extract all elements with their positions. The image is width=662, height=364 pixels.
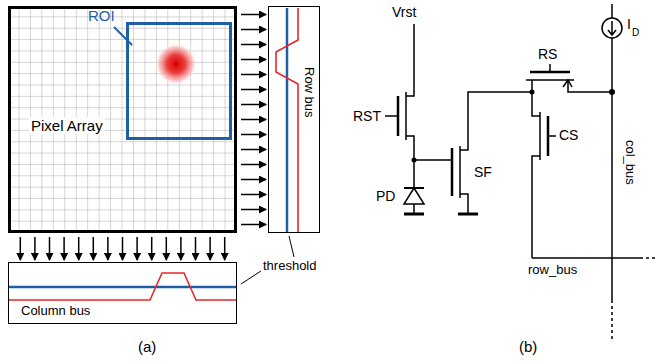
bus-arrow (241, 119, 266, 121)
bus-arrow (49, 237, 51, 260)
bus-arrow (241, 149, 266, 151)
cs-channel (539, 112, 541, 160)
bus-arrow (224, 237, 226, 260)
wire (611, 4, 613, 18)
bus-arrow (195, 237, 197, 260)
signal-name: RST (353, 108, 381, 124)
threshold-line (9, 286, 236, 289)
ground (458, 213, 478, 216)
array-label: Pixel Array (29, 117, 105, 134)
bus-name: row_bus (528, 263, 577, 278)
photodiode (404, 188, 424, 204)
wire (385, 115, 398, 117)
component-name: PD (376, 188, 395, 204)
sf-gate (451, 148, 454, 196)
wire (548, 135, 556, 137)
signal-name: CS (559, 127, 578, 143)
col-bus-wire (611, 38, 613, 300)
current-source (608, 21, 616, 35)
roi-leader (114, 27, 132, 45)
bus-label: Column bus (19, 304, 92, 319)
pixel-grid (8, 6, 237, 233)
row-bus-plot: Row bus (268, 6, 320, 233)
ground (404, 213, 424, 216)
row-bus-wire (640, 257, 658, 259)
panel-label: (b) (519, 338, 537, 355)
bus-arrow (241, 14, 266, 16)
bus-arrow (34, 237, 36, 260)
rst-channel (405, 92, 407, 140)
current-source (602, 18, 622, 38)
bus-arrow (241, 164, 266, 166)
bus-arrow (241, 224, 266, 226)
bus-arrow (241, 134, 266, 136)
bus-arrow (241, 89, 266, 91)
bus-arrows (20, 15, 266, 261)
light-spot (155, 43, 197, 85)
leader-line (241, 271, 261, 284)
bus-arrow (209, 237, 211, 260)
wire (532, 92, 540, 116)
bus-arrow (241, 104, 266, 106)
wire (460, 92, 532, 150)
signal-name: Vrst (392, 4, 416, 20)
junction-dot (412, 158, 417, 163)
bus-arrow (166, 237, 168, 260)
panel-label: (a) (138, 338, 156, 355)
current-name: I (627, 16, 631, 32)
bus-arrow (151, 237, 153, 260)
bus-arrow (20, 237, 22, 260)
current-subscript: D (632, 27, 639, 39)
bus-arrow (63, 237, 65, 260)
bus-arrow (78, 237, 80, 260)
leader-line (289, 236, 294, 257)
roi-box: ROI (126, 22, 232, 140)
bus-arrow (241, 179, 266, 181)
threshold-label: threshold (263, 259, 316, 274)
component-name: SF (474, 164, 492, 180)
wire (460, 194, 468, 214)
row-bus-wire (532, 257, 640, 259)
bus-arrow (241, 209, 266, 211)
pixel-array: Pixel Array ROI (8, 6, 237, 233)
bus-arrow (241, 194, 266, 196)
bus-arrow (241, 59, 266, 61)
bus-arrow (180, 237, 182, 260)
bus-arrow (93, 237, 95, 260)
sf-channel (459, 146, 461, 198)
bus-arrow (136, 237, 138, 260)
threshold-line (286, 8, 289, 232)
bus-arrow (241, 44, 266, 46)
junction-dot (609, 89, 615, 95)
wire (406, 24, 414, 96)
row-profile (276, 8, 298, 232)
col-bus-wire (611, 300, 613, 340)
wire (414, 159, 452, 161)
source-arrow (563, 80, 572, 87)
bus-arrow (122, 237, 124, 260)
bus-arrow (107, 237, 109, 260)
signal-name: RS (538, 46, 557, 62)
column-profile (9, 273, 236, 300)
junction-dot (530, 90, 535, 95)
roi-label: ROI (86, 7, 117, 24)
wire (532, 156, 540, 258)
wire (568, 80, 612, 92)
column-bus-plot: Column bus (8, 262, 237, 324)
wire (549, 64, 551, 72)
pixel-circuit (385, 4, 658, 340)
bus-name: col_bus (622, 140, 637, 185)
bus-arrow (241, 74, 266, 76)
bus-label: Row bus (301, 65, 316, 120)
bus-arrow (241, 29, 266, 31)
